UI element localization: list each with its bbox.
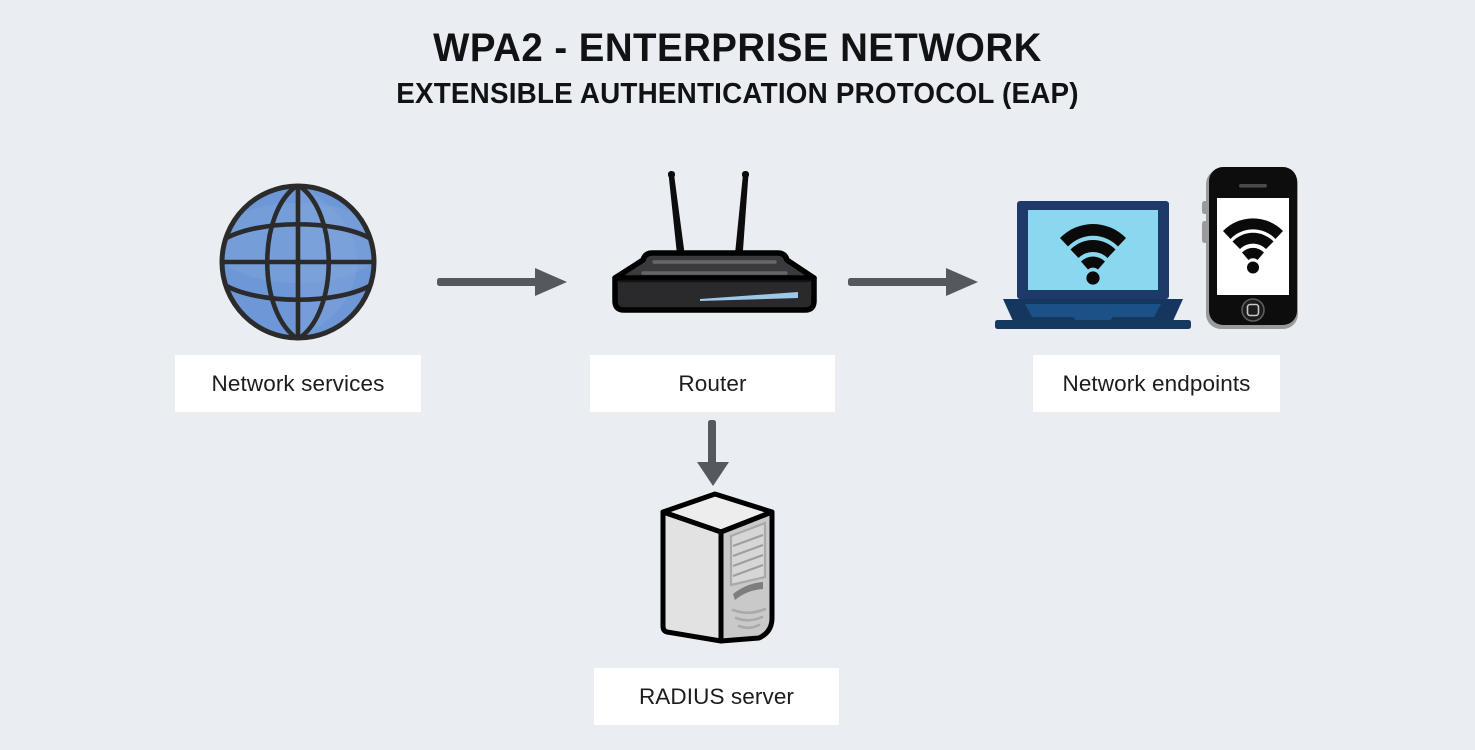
connection-router-to-endpoints [848,266,980,298]
server-tower-icon [660,491,775,644]
network-services-node[interactable] [217,181,379,343]
label-network-services: Network services [175,355,421,412]
wifi-icon [1223,218,1283,274]
network-endpoints-node[interactable] [995,165,1305,330]
router-icon [612,171,817,313]
label-network-endpoints: Network endpoints [1033,355,1280,412]
page-subtitle: EXTENSIBLE AUTHENTICATION PROTOCOL (EAP) [396,77,1079,110]
label-router: Router [590,355,835,412]
label-radius-server: RADIUS server [594,668,839,725]
endpoints-icon-group [995,167,1298,329]
router-node[interactable] [612,168,817,318]
radius-server-node[interactable] [655,490,780,645]
arrow-down-icon [697,420,729,486]
page-title: WPA2 - ENTERPRISE NETWORK [433,26,1042,70]
wifi-icon [1060,224,1126,285]
globe-icon [219,183,377,341]
laptop-icon [995,201,1191,329]
arrow-right-icon [848,268,978,296]
title-block: WPA2 - ENTERPRISE NETWORK EXTENSIBLE AUT… [0,26,1475,111]
phone-icon [1202,167,1298,329]
connection-router-to-radius [695,420,731,488]
connection-globe-to-router [437,266,569,298]
arrow-right-icon [437,268,567,296]
